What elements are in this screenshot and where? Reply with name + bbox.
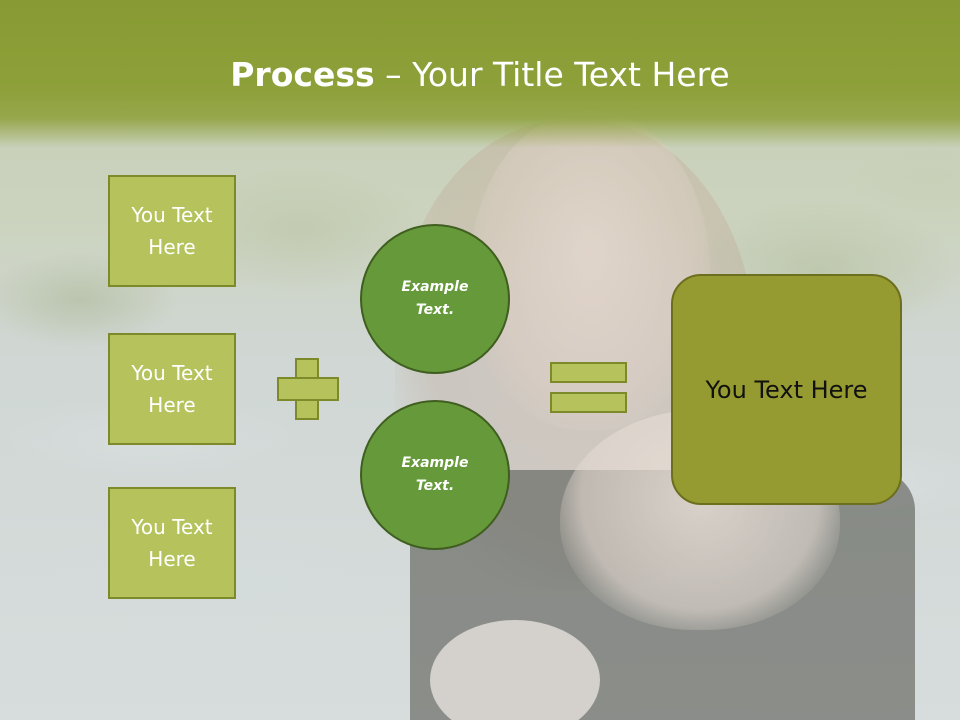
slide-title-rest: – Your Title Text Here <box>374 55 730 94</box>
equals-icon-bottom-bar <box>550 392 627 413</box>
slide-title[interactable]: Process – Your Title Text Here <box>0 50 960 100</box>
equals-icon-top-bar <box>550 362 627 383</box>
plus-icon-center <box>297 379 317 399</box>
input-box-1[interactable]: You Text Here <box>108 175 236 287</box>
person-arm <box>430 620 600 720</box>
example-circle-1[interactable]: Example Text. <box>360 224 510 374</box>
example-circle-1-label: Example Text. <box>401 279 469 318</box>
input-box-2-label: You Text Here <box>131 361 213 417</box>
example-circle-2-label: Example Text. <box>401 455 469 494</box>
result-box-label: You Text Here <box>705 375 868 404</box>
input-box-3[interactable]: You Text Here <box>108 487 236 599</box>
input-box-1-label: You Text Here <box>131 203 213 259</box>
result-box[interactable]: You Text Here <box>671 274 902 505</box>
input-box-3-label: You Text Here <box>131 515 213 571</box>
example-circle-2[interactable]: Example Text. <box>360 400 510 550</box>
title-band <box>0 0 960 148</box>
input-box-2[interactable]: You Text Here <box>108 333 236 445</box>
slide-title-bold: Process <box>230 55 375 94</box>
